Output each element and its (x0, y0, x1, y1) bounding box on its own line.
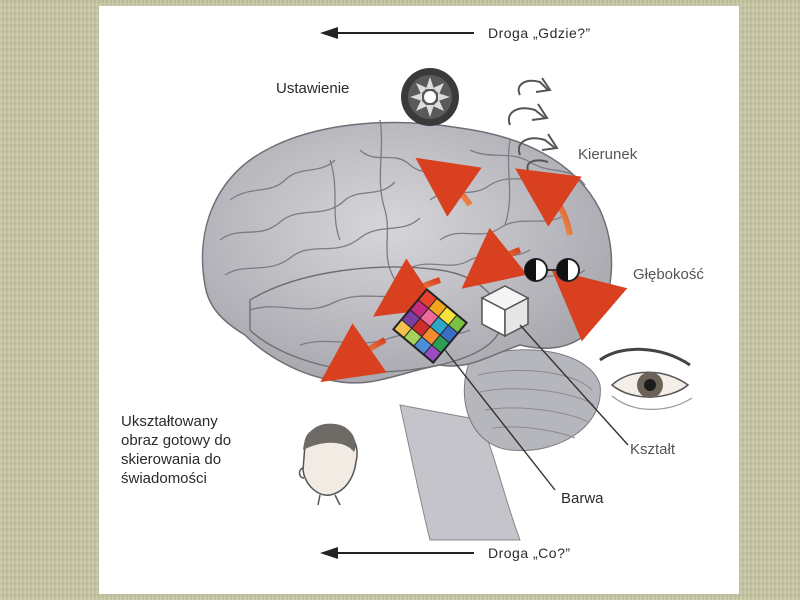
caption-line-2: obraz gotowy do (121, 432, 232, 449)
cerebellum (463, 349, 601, 452)
caption-line-1: Ukształtowany (121, 413, 218, 430)
what-route-label: Droga „Co?” (488, 545, 571, 561)
orientation-wheel-icon (401, 68, 459, 126)
stereo-eyes-icon (524, 258, 580, 282)
shape-label: Kształt (630, 441, 676, 458)
processing-arrows (320, 157, 628, 383)
human-head-icon (298, 423, 358, 506)
cerebrum (201, 121, 613, 384)
caption-line-4: świadomości (121, 470, 207, 487)
what-route-arrow (320, 547, 474, 559)
orientation-label: Ustawienie (276, 80, 350, 97)
direction-label: Kierunek (578, 146, 638, 163)
rotation-arrows-icon (507, 77, 559, 171)
color-grid-icon (391, 287, 469, 365)
leader-lines (444, 324, 629, 491)
brain-stem (399, 404, 521, 541)
caption-line-3: skierowania do (121, 451, 222, 468)
caption-text: Ukształtowany obraz gotowy do skierowani… (121, 412, 321, 488)
eye-icon (599, 347, 693, 410)
where-route-arrow (320, 27, 474, 39)
where-route-label: Droga „Gdzie?” (488, 25, 591, 41)
color-label: Barwa (561, 490, 604, 507)
depth-label: Głębokość (633, 266, 704, 283)
